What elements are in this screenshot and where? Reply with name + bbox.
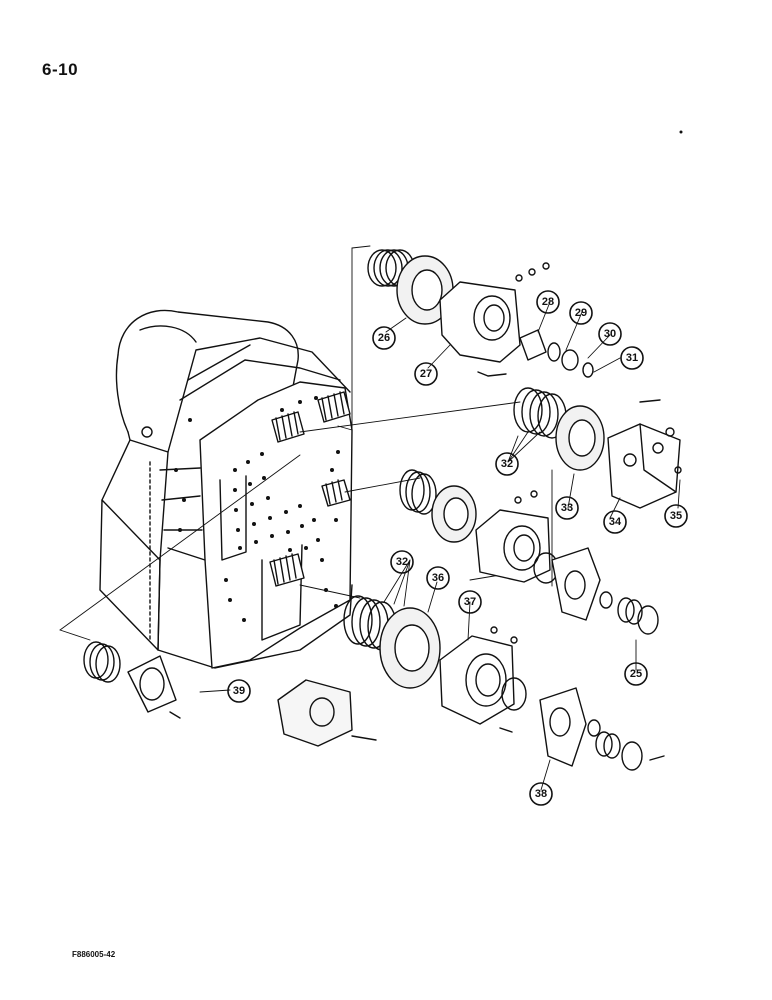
- callout-label-32a: 32: [501, 458, 513, 470]
- lower-left-spring-pack: [83, 641, 121, 683]
- mid-clutch-flange: [551, 547, 659, 635]
- mid-cover-housing: [475, 490, 559, 584]
- callout-27: [414, 362, 438, 386]
- callout-31: [620, 346, 644, 370]
- callout-labels: 26 27 28 29 30 31 32 33 34 35 32 36 37 2…: [233, 296, 682, 800]
- callout-label-39: 39: [233, 685, 245, 697]
- valve-block: [607, 399, 682, 509]
- print-specks: [679, 130, 683, 134]
- callout-leaders: [199, 301, 681, 791]
- lower-gasket: [379, 607, 441, 689]
- upper-cover-housing: [439, 262, 550, 377]
- transmission-housing: [99, 309, 353, 669]
- callout-label-27: 27: [420, 368, 432, 380]
- upper-bearing-set: [519, 329, 594, 378]
- plate-bolt-holes: [174, 396, 340, 622]
- callout-30: [598, 322, 622, 346]
- callout-label-31: 31: [626, 352, 638, 364]
- callout-34: [603, 510, 627, 534]
- lower-left-hub: [127, 655, 181, 719]
- callout-label-28: 28: [542, 296, 554, 308]
- figure-code: F886005-42: [72, 950, 116, 959]
- callout-label-26: 26: [378, 332, 390, 344]
- callout-28: [536, 290, 560, 314]
- page-number: 6-10: [42, 60, 79, 79]
- explosion-lines: [59, 245, 553, 641]
- callout-label-38: 38: [535, 788, 547, 800]
- lower-cover-housing: [439, 626, 527, 733]
- callout-32b: [390, 550, 414, 574]
- callout-35: [664, 504, 688, 528]
- mid-spring-pack: [399, 469, 477, 543]
- callout-29: [569, 301, 593, 325]
- callout-label-36: 36: [432, 572, 444, 584]
- callout-36: [426, 566, 450, 590]
- callout-label-29: 29: [575, 307, 587, 319]
- splined-shafts: [269, 391, 351, 587]
- callout-38: [529, 782, 553, 806]
- callout-label-33: 33: [561, 502, 573, 514]
- callout-25: [624, 662, 648, 686]
- callout-circles: [227, 290, 688, 806]
- lower-clutch-flange: [539, 687, 665, 771]
- upper-gasket: [396, 255, 454, 325]
- callout-label-32b: 32: [396, 556, 408, 568]
- callout-label-37: 37: [464, 596, 476, 608]
- callout-39: [227, 679, 251, 703]
- lower-pump-block: [277, 679, 377, 747]
- callout-32a: [495, 452, 519, 476]
- callout-label-25: 25: [630, 668, 642, 680]
- callout-label-34: 34: [609, 516, 622, 528]
- callout-label-30: 30: [604, 328, 616, 340]
- callout-33: [555, 496, 579, 520]
- middle-gasket: [555, 405, 605, 471]
- callout-37: [458, 590, 482, 614]
- callout-label-35: 35: [670, 510, 682, 522]
- callout-26: [372, 326, 396, 350]
